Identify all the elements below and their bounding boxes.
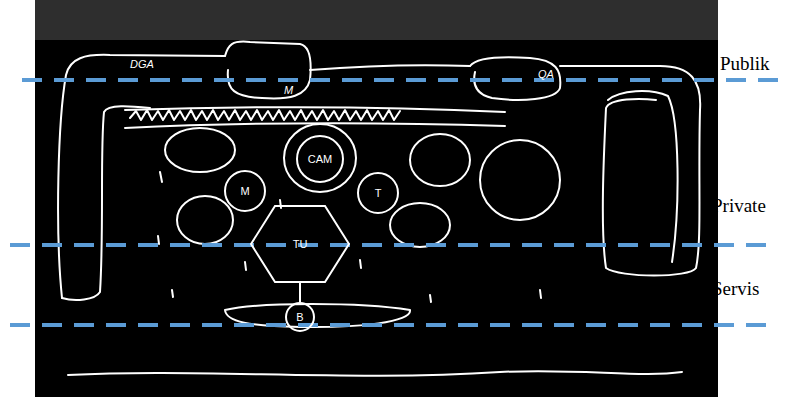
sketch-line	[58, 55, 225, 298]
bubble-label: M	[240, 185, 249, 197]
sketch-line	[225, 42, 311, 99]
black-panel	[35, 0, 718, 397]
zone-divider	[22, 78, 780, 82]
bubble-circle: M	[224, 170, 266, 212]
bubble-label: TU	[293, 238, 308, 250]
sketch-blob	[410, 134, 470, 186]
ground-line	[68, 371, 682, 376]
tick-marks	[158, 172, 541, 302]
sketch-line	[125, 107, 505, 112]
bubble-label: CAM	[308, 153, 332, 165]
zone-divider	[10, 323, 772, 327]
bubble-label: B	[296, 311, 303, 323]
bubble-circle: CAM	[296, 135, 344, 183]
sketch-note: QA	[538, 68, 554, 80]
sketch-blob	[480, 140, 560, 220]
sketch-blob	[390, 203, 450, 247]
sketch-note: M	[284, 84, 293, 96]
sketch-ring	[284, 124, 356, 192]
sketch-line	[608, 91, 678, 262]
sketch-line	[310, 65, 470, 70]
zone-label: Private	[712, 195, 766, 217]
bubble-circle: T	[357, 172, 399, 214]
sketch-line	[62, 106, 150, 300]
sketch-note: DGA	[130, 58, 154, 70]
sketch-blob	[165, 128, 235, 172]
sketch-blob	[177, 196, 233, 244]
zone-lines	[10, 80, 780, 325]
connector-line	[300, 283, 301, 302]
zone-divider	[10, 243, 772, 247]
zone-label: Publik	[720, 53, 770, 75]
bubble-label: T	[375, 187, 382, 199]
bubble-circle: B	[285, 302, 315, 332]
hexagon-bubble: TU	[250, 205, 350, 283]
zone-label: Servis	[712, 278, 760, 300]
top-bar	[35, 0, 718, 40]
scribble-band	[130, 110, 400, 120]
